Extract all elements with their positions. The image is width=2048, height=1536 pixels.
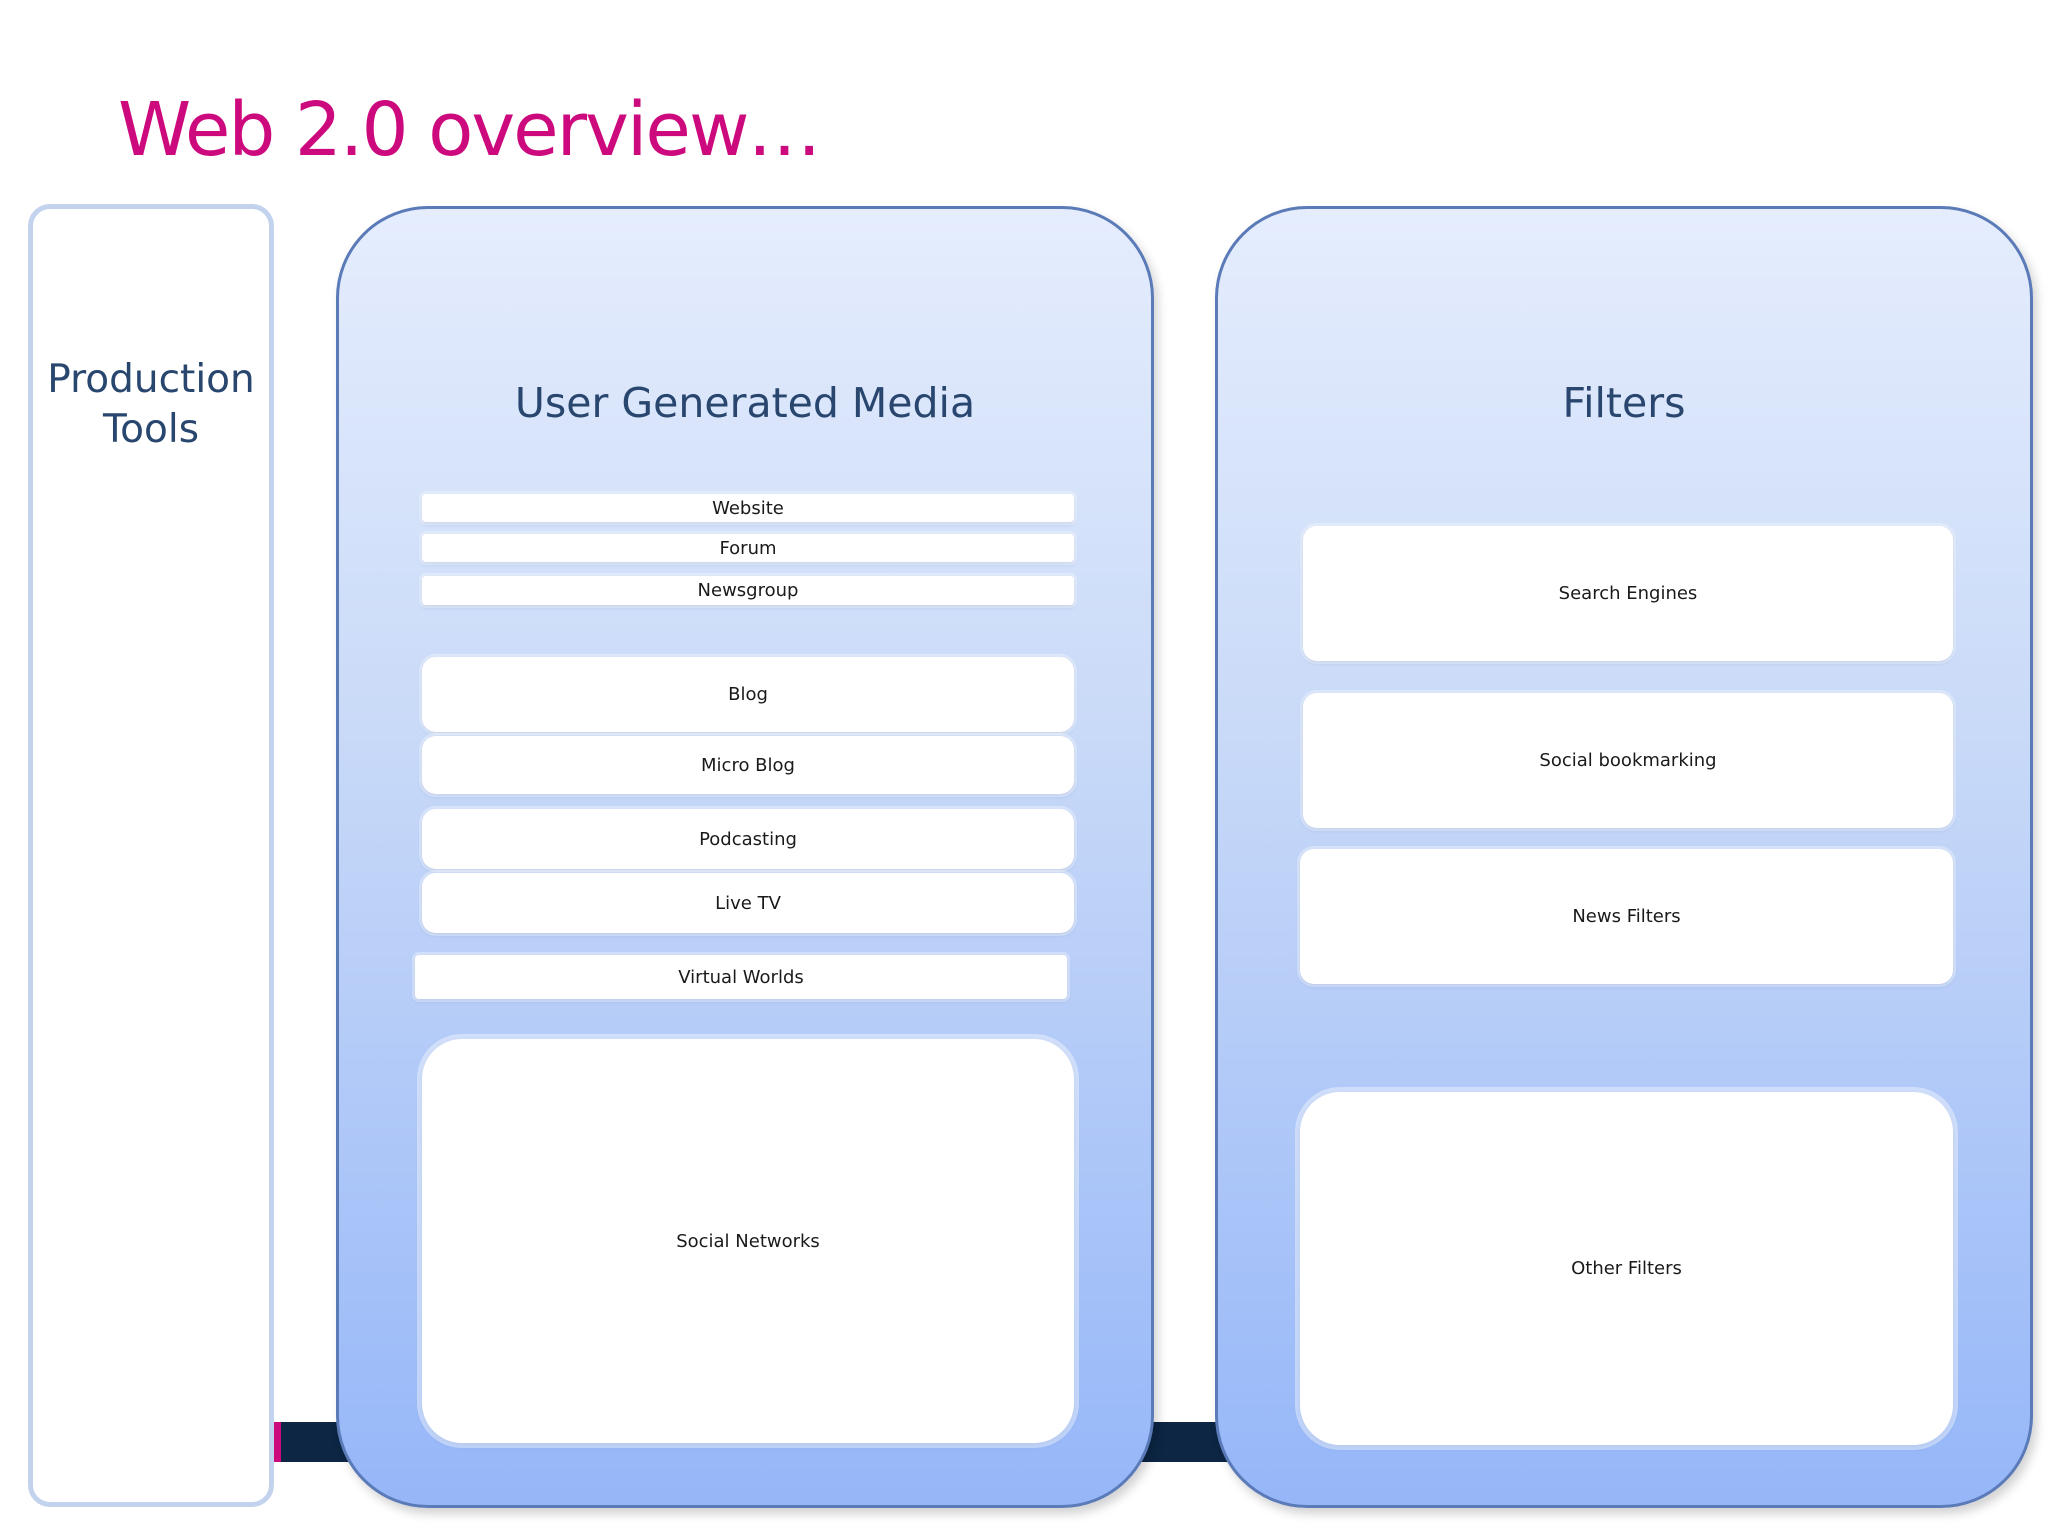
media-item-virtual-worlds: Virtual Worlds <box>415 955 1067 999</box>
filter-item-social-bookmarking: Social bookmarking <box>1303 693 1953 828</box>
media-item-social-networks: Social Networks <box>422 1039 1074 1443</box>
filter-item-news-filters: News Filters <box>1300 849 1953 984</box>
media-item-newsgroup: Newsgroup <box>422 576 1074 605</box>
filters-panel: Filters Search Engines Social bookmarkin… <box>1215 206 2033 1508</box>
media-item-live-tv: Live TV <box>422 873 1074 933</box>
production-tools-label-line2: Tools <box>102 407 200 452</box>
media-item-website: Website <box>422 494 1074 522</box>
filters-title: Filters <box>1562 379 1686 427</box>
media-item-blog: Blog <box>422 657 1074 732</box>
user-generated-media-title: User Generated Media <box>514 379 976 427</box>
media-item-forum: Forum <box>422 534 1074 562</box>
media-item-podcasting: Podcasting <box>422 809 1074 869</box>
slide-title: Web 2.0 overview… <box>118 87 821 173</box>
media-item-micro-blog: Micro Blog <box>422 736 1074 794</box>
production-tools-label-line1: Production <box>47 357 255 402</box>
user-generated-media-panel: User Generated Media Website Forum Newsg… <box>336 206 1154 1508</box>
filter-item-search-engines: Search Engines <box>1303 526 1953 661</box>
filter-item-other-filters: Other Filters <box>1300 1092 1953 1445</box>
production-tools-panel: Production Tools <box>28 204 274 1507</box>
production-tools-label: Production Tools <box>33 355 269 455</box>
